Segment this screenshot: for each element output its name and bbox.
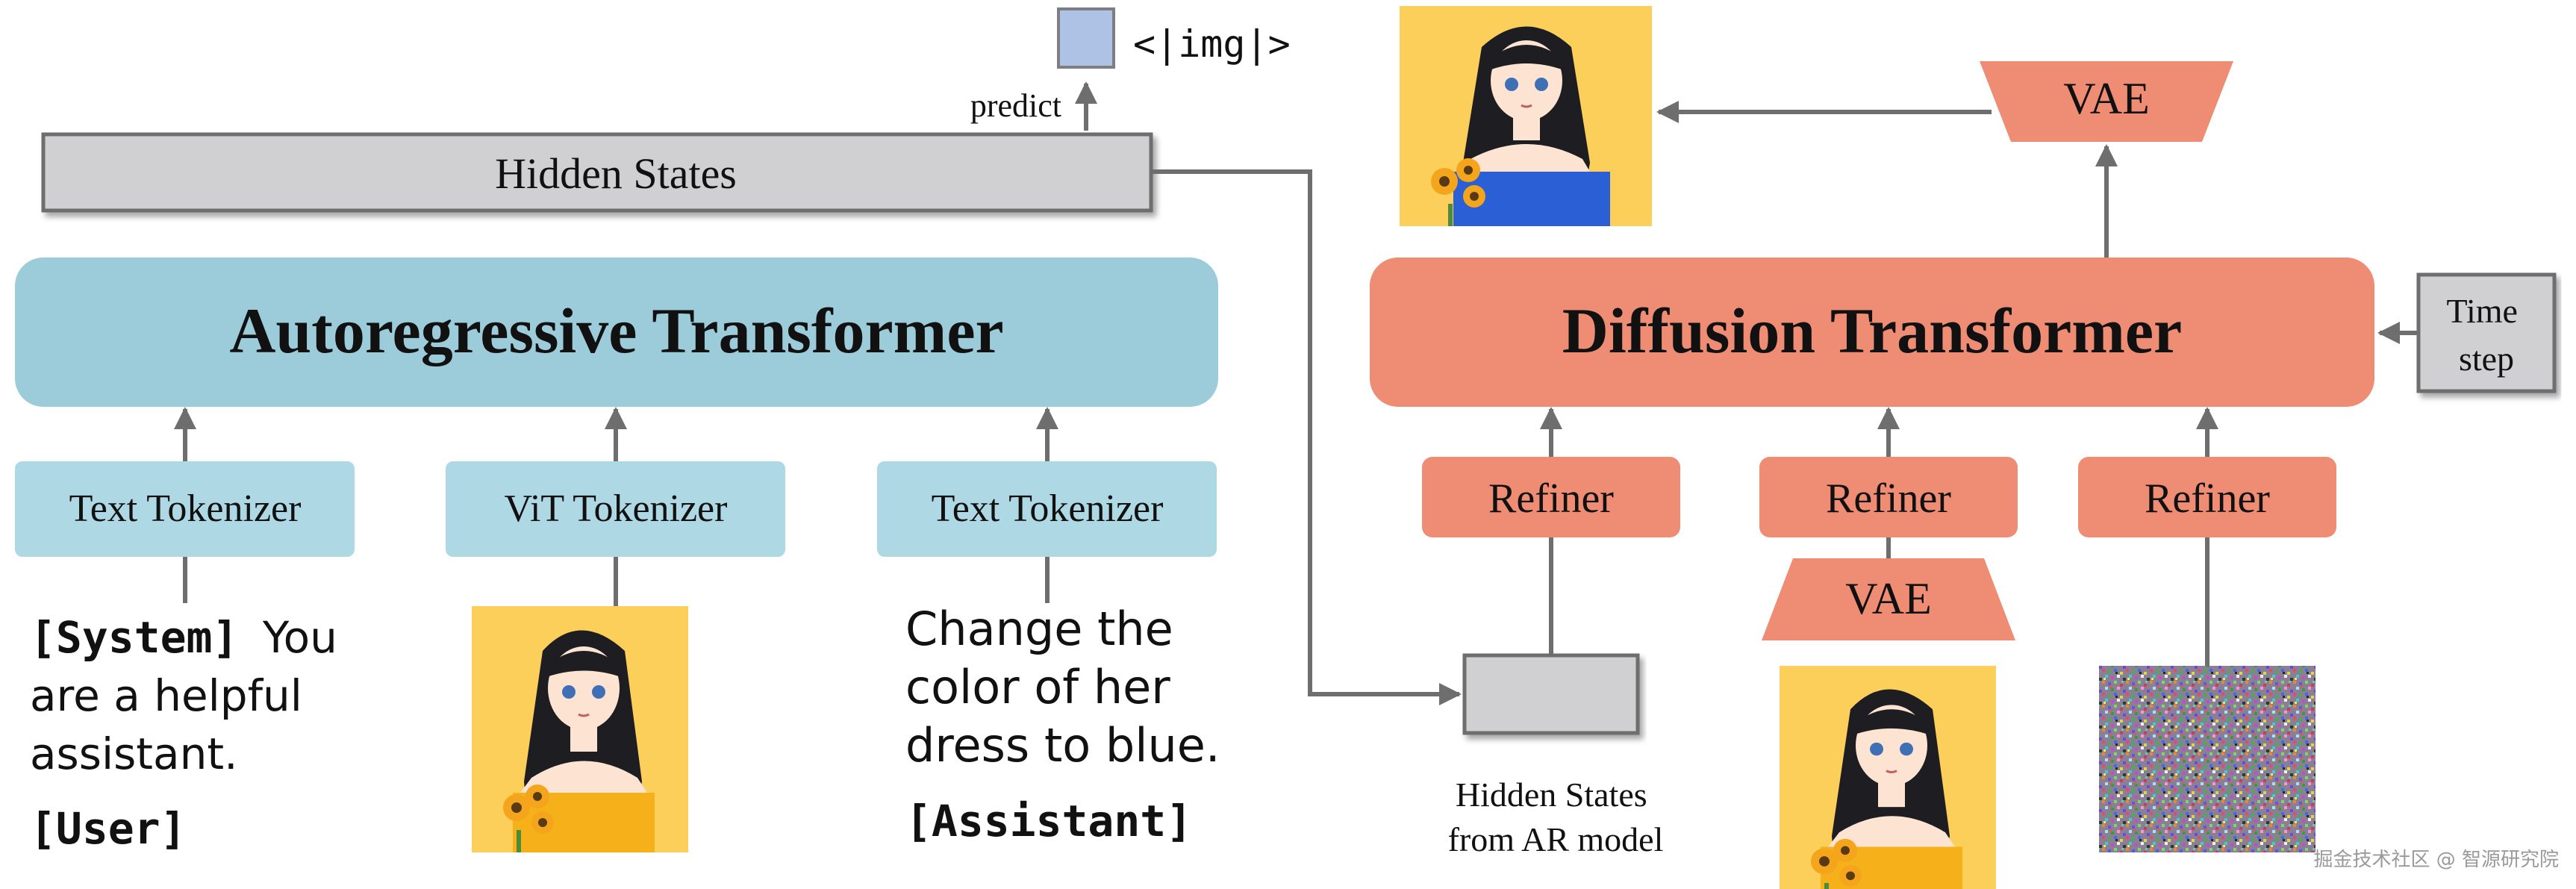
autoregressive-transformer-block (15, 258, 1218, 407)
hidden-states-label: Hidden States (495, 149, 737, 198)
instruction-line-3: dress to blue. (905, 718, 1220, 773)
instruction-line-1: Change the (905, 602, 1173, 656)
refiner-label-1: Refiner (1488, 475, 1614, 522)
ar-hidden-states-label: Hidden States from AR model (1448, 776, 1664, 858)
refiner-label-2: Refiner (1826, 475, 1951, 522)
refiner-label-3: Refiner (2145, 475, 2270, 522)
assistant-tag: [Assistant] (905, 796, 1192, 846)
refiner-box-3 (2078, 457, 2336, 537)
timestep-line-2: step (2459, 340, 2514, 378)
text-tokenizer-label-1: Text Tokenizer (69, 487, 302, 530)
autoregressive-transformer-title: Autoregressive Transformer (229, 295, 1003, 366)
refiner-box-1 (1422, 457, 1680, 537)
system-line-2: are a helpful (30, 670, 302, 721)
output-image (1400, 6, 1652, 226)
ar-hidden-line-1: Hidden States (1456, 776, 1647, 814)
system-prompt: [System] You are a helpful assistant. (30, 612, 348, 779)
vit-tokenizer-box (446, 461, 785, 557)
diffusion-transformer-block (1370, 258, 2374, 407)
text-tokenizer-label-2: Text Tokenizer (932, 487, 1164, 530)
ar-hidden-states-box (1462, 653, 1640, 735)
text-tokenizer-box-1 (15, 461, 355, 557)
refiner-box-2 (1759, 457, 2018, 537)
input-image (470, 605, 690, 854)
system-line-3: assistant. (30, 729, 238, 779)
instruction-text: Change the color of her dress to blue. (905, 602, 1220, 773)
diffusion-transformer-title: Diffusion Transformer (1562, 295, 2182, 366)
timestep-line-1: Time (2447, 292, 2518, 330)
instruction-line-2: color of her (905, 660, 1170, 714)
ar-hidden-line-2: from AR model (1448, 820, 1664, 858)
reference-image (1778, 664, 1998, 889)
system-line-1: You (262, 612, 337, 663)
predict-label: predict (970, 87, 1061, 124)
system-tag: [System] (30, 612, 238, 663)
watermark: 掘金技术社区 @ 智源研究院 (2313, 849, 2559, 871)
timestep-label: Time step (2447, 292, 2527, 378)
vae-decoder-shape (1980, 61, 2233, 142)
vit-tokenizer-label: ViT Tokenizer (505, 487, 728, 530)
text-tokenizer-box-2 (877, 461, 1217, 557)
vae-decoder-label: VAE (2063, 74, 2150, 123)
noise-image (2099, 666, 2315, 852)
vae-encoder-label: VAE (1845, 574, 1932, 623)
vae-encoder-shape (1762, 558, 2015, 640)
image-token-label: <|img|> (1133, 22, 1291, 66)
user-tag: [User] (30, 803, 187, 854)
timestep-box (2416, 272, 2557, 393)
image-token-square (1057, 7, 1115, 69)
hidden-states-connector (1151, 169, 1462, 705)
